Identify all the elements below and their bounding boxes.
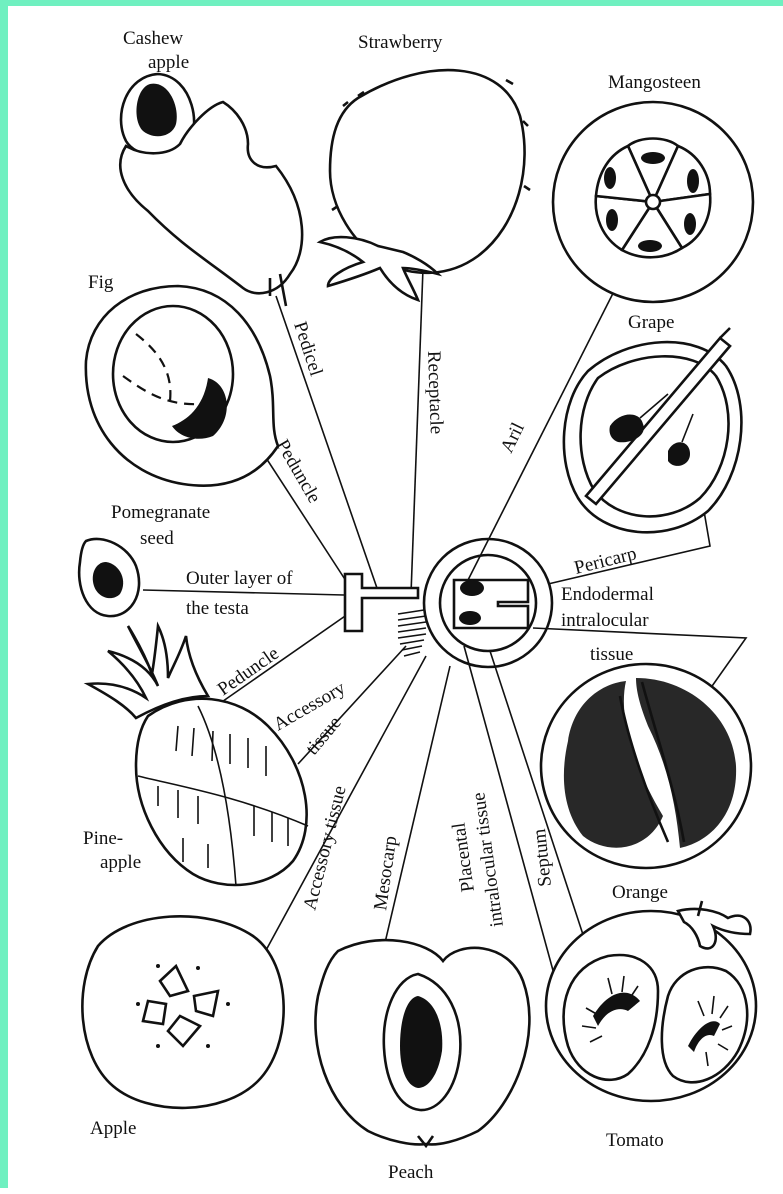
endodermal-label: Endodermal xyxy=(561,584,654,605)
apple-drawing xyxy=(82,916,283,1108)
peduncle-pineapple-label: Peduncle xyxy=(214,643,283,700)
cashew-apple-drawing xyxy=(120,74,302,306)
outer-testa-label-line2: the testa xyxy=(186,598,249,619)
mesocarp-label: Mesocarp xyxy=(370,835,401,912)
pomegranate-label-line2: seed xyxy=(140,528,174,549)
receptacle-label: Receptacle xyxy=(423,350,447,434)
fruit-anatomy-diagram: Cashew apple Strawberry Mangosteen Fig G… xyxy=(8,6,783,1194)
pericarp-label: Pericarp xyxy=(572,543,639,579)
mesocarp-line xyxy=(376,666,450,981)
testa-line xyxy=(143,590,344,595)
mangosteen-label: Mangosteen xyxy=(608,72,701,93)
grape-label: Grape xyxy=(628,312,674,333)
pomegranate-seed-drawing xyxy=(79,539,139,616)
peach-drawing xyxy=(315,940,529,1146)
orange-label: Orange xyxy=(612,882,668,903)
cashew-label-line2: apple xyxy=(148,52,189,73)
septum-label: Septum xyxy=(529,828,556,888)
outer-testa-label: Outer layer of xyxy=(186,568,293,589)
pineapple-label-line2: apple xyxy=(100,852,141,873)
peduncle-fig-label: Peduncle xyxy=(272,436,325,507)
peach-label: Peach xyxy=(388,1162,434,1183)
endodermal-label-line3: tissue xyxy=(590,644,633,665)
cashew-label: Cashew xyxy=(123,28,183,49)
lower-seed xyxy=(459,611,481,625)
fig-drawing xyxy=(86,286,278,486)
tomato-drawing xyxy=(546,901,756,1101)
endodermal-label-line2: intralocular xyxy=(561,610,649,631)
grape-drawing xyxy=(564,328,742,532)
mangosteen-drawing xyxy=(553,102,753,302)
fig-label: Fig xyxy=(88,272,114,293)
orange-drawing xyxy=(541,664,751,868)
peduncle-stalk xyxy=(345,574,418,631)
tomato-label: Tomato xyxy=(606,1130,664,1151)
upper-seed xyxy=(460,580,484,596)
strawberry-label: Strawberry xyxy=(358,32,443,53)
apple-label: Apple xyxy=(90,1118,136,1139)
pomegranate-label: Pomegranate xyxy=(111,502,210,523)
aril-label: Aril xyxy=(497,419,529,456)
pineapple-label: Pine- xyxy=(83,828,123,849)
central-schematic xyxy=(345,539,552,667)
strawberry-drawing xyxy=(320,70,530,300)
